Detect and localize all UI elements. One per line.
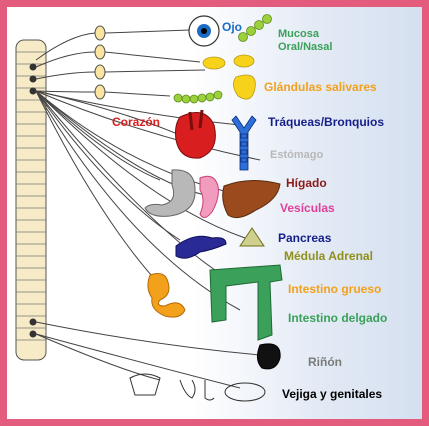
kidney-organ [256, 343, 281, 370]
large-intestine-organ [209, 264, 283, 341]
pancreas-organ [175, 235, 227, 259]
label-medula: Médula Adrenal [284, 249, 373, 263]
label-ojo: Ojo [222, 20, 242, 34]
liver-organ [222, 180, 281, 219]
label-higado: Hígado [286, 176, 327, 190]
label-glandulas: Glándulas salivares [264, 80, 377, 94]
label-mucosa: Mucosa [278, 28, 320, 40]
label-rinon: Riñón [308, 355, 342, 369]
stomach-organ [144, 169, 196, 217]
bladder-genitals-organ [129, 373, 266, 402]
label-corazon: Corazón [112, 115, 160, 129]
label-intestino-delgado: Intestino delgado [288, 311, 387, 325]
label-vesiculas: Vesículas [280, 201, 335, 215]
small-intestine-organ [147, 273, 186, 318]
label-traqueas: Tráqueas/Bronquios [268, 115, 384, 129]
gallbladder-organ [199, 175, 219, 218]
cranial-ganglia [94, 25, 106, 100]
spinal-column [15, 39, 47, 361]
salivary-glands-organ [202, 54, 256, 100]
label-vejiga: Vejiga y genitales [282, 387, 382, 401]
label-estomago: Estómago [270, 149, 323, 161]
label-intestino-grueso: Intestino grueso [288, 282, 381, 296]
eye-organ [188, 15, 220, 47]
mucosa-organ [173, 14, 272, 104]
adrenal-organ [239, 227, 265, 247]
label-oral-nasal: Oral/Nasal [278, 41, 332, 53]
diagram-panel: Ojo Mucosa Oral/Nasal Glándulas salivare… [7, 7, 422, 419]
nervous-system-diagram: Ojo Mucosa Oral/Nasal Glándulas salivare… [15, 14, 387, 402]
heart-organ [175, 109, 216, 159]
label-pancreas: Pancreas [278, 231, 332, 245]
trachea-organ [231, 115, 257, 171]
